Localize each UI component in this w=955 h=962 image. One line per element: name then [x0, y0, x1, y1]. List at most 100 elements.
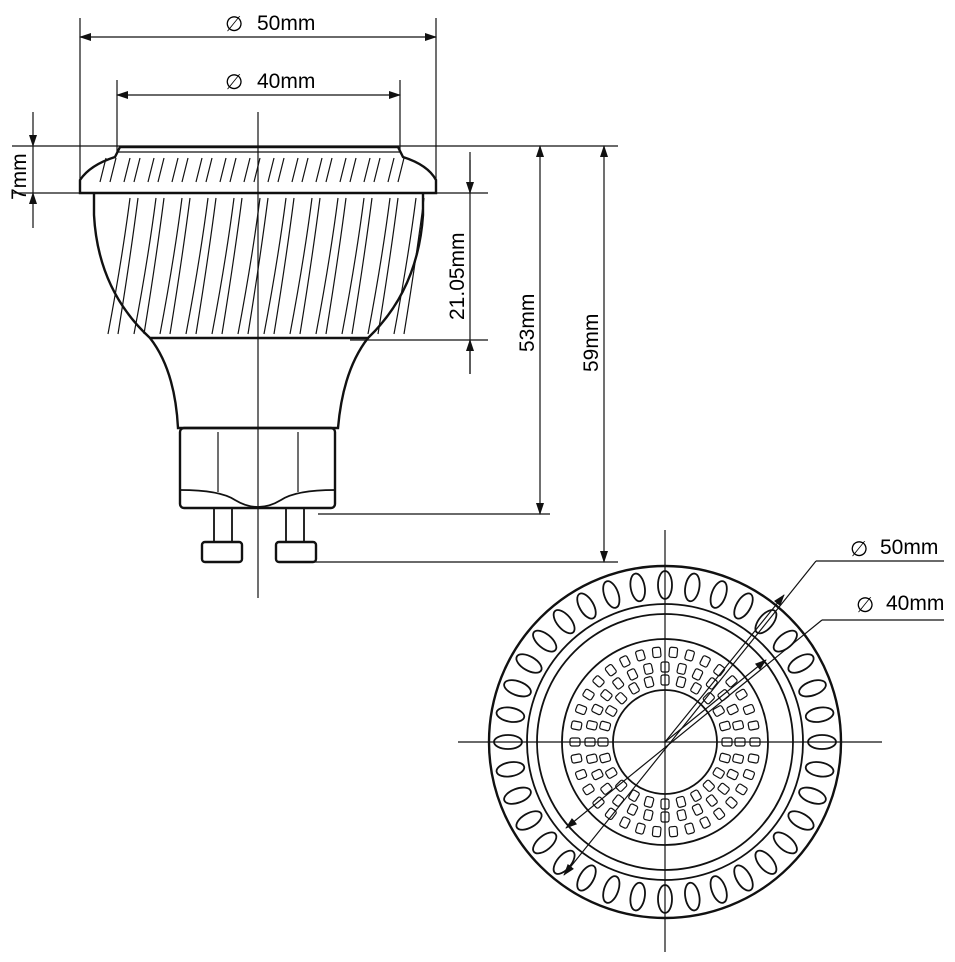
heatsink-fin	[289, 197, 321, 335]
lens-cell	[584, 737, 596, 747]
lens-cell	[599, 752, 612, 764]
lens-cell	[591, 768, 604, 781]
lens-cell	[643, 795, 655, 808]
rim-fin	[387, 157, 405, 183]
lens-cell	[676, 809, 687, 822]
heatsink-fin	[393, 197, 425, 335]
lens-cell	[604, 664, 617, 677]
lens-cell	[690, 682, 702, 695]
side-dim-total-height: 59mm	[580, 145, 608, 563]
side-view: ∅ 50mm ∅ 40mm 7mm 21.05mm 53mm	[8, 12, 618, 598]
rim-scallop	[515, 653, 543, 674]
lens-cell	[721, 737, 733, 747]
rim-scallop	[515, 810, 543, 831]
rim-scallop	[804, 706, 835, 723]
lens-cell	[668, 825, 679, 838]
lens-cell	[651, 825, 662, 838]
side-dim-fin-height: 21.05mm	[446, 152, 474, 374]
rim-scallop	[602, 875, 621, 904]
top-outer-diameter-symbol: ∅	[850, 538, 868, 561]
lens-cell	[643, 676, 655, 689]
rim-scallop	[798, 679, 827, 698]
side-outer-diameter-label: 50mm	[257, 12, 315, 35]
rim-fin	[291, 157, 309, 183]
lens-cell	[582, 783, 595, 796]
lens-cell	[582, 688, 595, 701]
lens-cell	[732, 753, 745, 764]
lens-cell	[628, 789, 640, 802]
rim-scallop	[807, 734, 837, 750]
lens-cell	[635, 822, 646, 835]
rim-scallop	[629, 881, 646, 912]
lens-cell	[713, 664, 726, 677]
top-dim-inner-diameter: ∅ 40mm	[565, 592, 944, 829]
rim-fin	[99, 157, 117, 183]
lens-cell	[668, 646, 679, 659]
top-lens-ring	[561, 638, 769, 846]
rim-scallop	[709, 580, 728, 609]
rim-scallop	[657, 570, 673, 600]
top-reflector-outer	[536, 613, 794, 871]
lens-cell	[615, 692, 628, 705]
lens-cell	[732, 720, 745, 731]
lens-cell	[718, 720, 731, 732]
rim-scallop	[754, 849, 778, 875]
rim-fin	[147, 157, 165, 183]
lens-cell	[747, 753, 760, 764]
top-lens-center	[612, 689, 718, 795]
rim-fin	[219, 157, 237, 183]
lens-cell	[749, 737, 761, 747]
lens-cell	[690, 789, 702, 802]
rim-fin	[339, 157, 357, 183]
heatsink-fin	[211, 197, 243, 335]
heatsink-fin	[107, 197, 139, 335]
lens-cell	[713, 807, 726, 820]
lens-cell	[742, 768, 756, 781]
heatsink-fin	[237, 197, 269, 335]
lens-cell	[702, 692, 715, 705]
heatsink-fin	[315, 197, 347, 335]
lamp-neck	[149, 337, 369, 430]
lens-cell	[592, 675, 605, 688]
rim-scallop	[532, 831, 558, 855]
rim-scallop	[772, 831, 798, 855]
rim-scallop	[787, 810, 815, 831]
lens-cell	[628, 682, 640, 695]
lamp-heatsink-body	[92, 193, 425, 340]
side-dim-rim-height: 7mm	[8, 112, 37, 228]
rim-height-label: 7mm	[8, 153, 31, 200]
lens-cell	[726, 768, 739, 781]
lens-cell	[691, 803, 704, 816]
lens-cell	[675, 676, 687, 689]
heatsink-fin	[159, 197, 191, 335]
rim-scallop	[684, 881, 701, 912]
lens-cell	[615, 779, 628, 792]
total-height-label: 59mm	[580, 314, 603, 372]
lens-cell	[569, 737, 581, 747]
top-outer-diameter-label: 50mm	[880, 536, 938, 559]
rim-scallop	[754, 609, 778, 635]
rim-scallop	[602, 580, 621, 609]
top-rim-scallops	[493, 570, 837, 914]
side-dim-body-height: 53mm	[516, 145, 544, 515]
lens-cell	[699, 816, 711, 829]
lens-cell	[599, 720, 612, 732]
lens-cell	[570, 753, 583, 764]
rim-scallop	[733, 864, 754, 892]
lens-cell	[605, 767, 618, 779]
rim-scallop	[657, 884, 673, 914]
rim-scallop	[804, 761, 835, 778]
lens-cell	[605, 705, 618, 717]
rim-fin	[267, 157, 285, 183]
lens-cell	[675, 795, 687, 808]
top-outer-rim	[487, 564, 843, 920]
rim-scallop	[532, 629, 558, 653]
rim-scallop	[576, 864, 597, 892]
lens-cell	[660, 661, 670, 673]
lens-cell	[660, 674, 670, 686]
fin-height-label: 21.05mm	[446, 232, 469, 320]
rim-fin	[171, 157, 189, 183]
lens-cell	[660, 798, 670, 810]
rim-scallop	[629, 572, 646, 603]
rim-scallop	[733, 592, 754, 620]
